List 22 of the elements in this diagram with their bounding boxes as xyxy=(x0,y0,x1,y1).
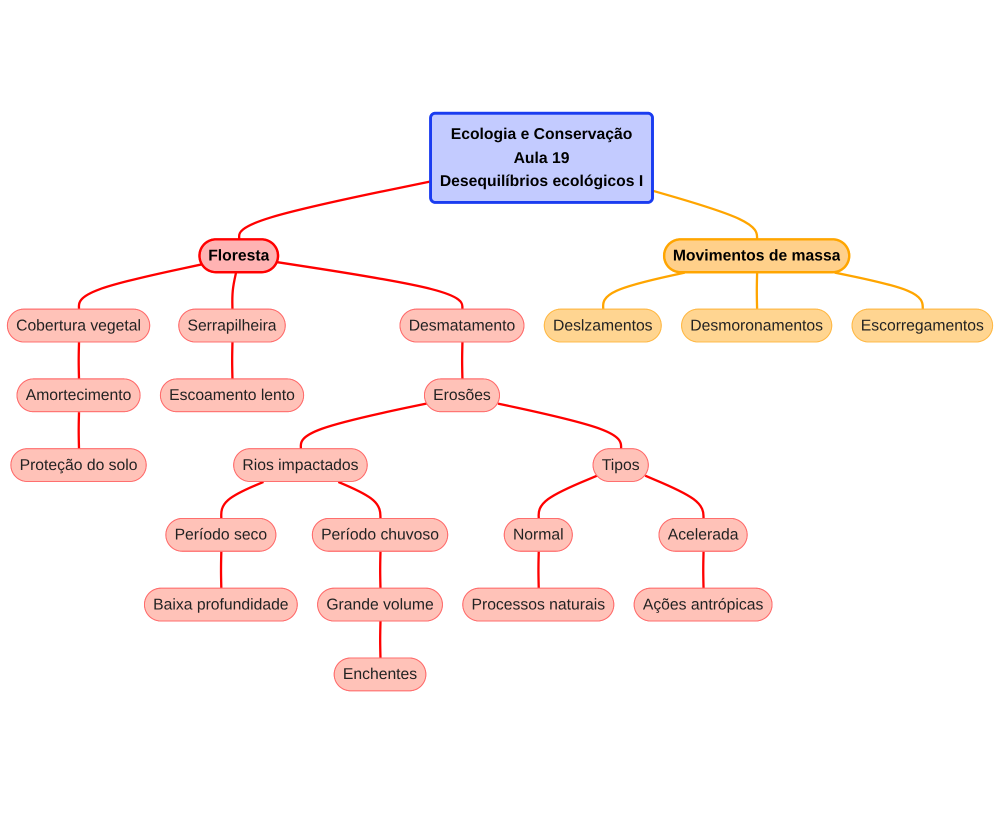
connector xyxy=(300,402,428,450)
connector xyxy=(220,552,222,589)
connector xyxy=(702,552,705,589)
connector xyxy=(602,272,686,310)
connector xyxy=(652,190,758,240)
connector xyxy=(379,552,382,589)
connector xyxy=(78,342,80,380)
connector xyxy=(277,261,464,310)
connector xyxy=(644,474,705,519)
connector xyxy=(78,412,80,450)
connector xyxy=(231,342,234,380)
connector xyxy=(537,552,540,589)
connector xyxy=(460,342,464,380)
connector xyxy=(498,402,622,450)
connector xyxy=(338,480,382,519)
connector xyxy=(220,480,264,519)
connector xyxy=(231,272,238,310)
connector xyxy=(538,474,598,519)
connector xyxy=(379,621,382,658)
connector xyxy=(78,263,202,310)
connector xyxy=(756,272,758,310)
connector xyxy=(834,271,924,310)
